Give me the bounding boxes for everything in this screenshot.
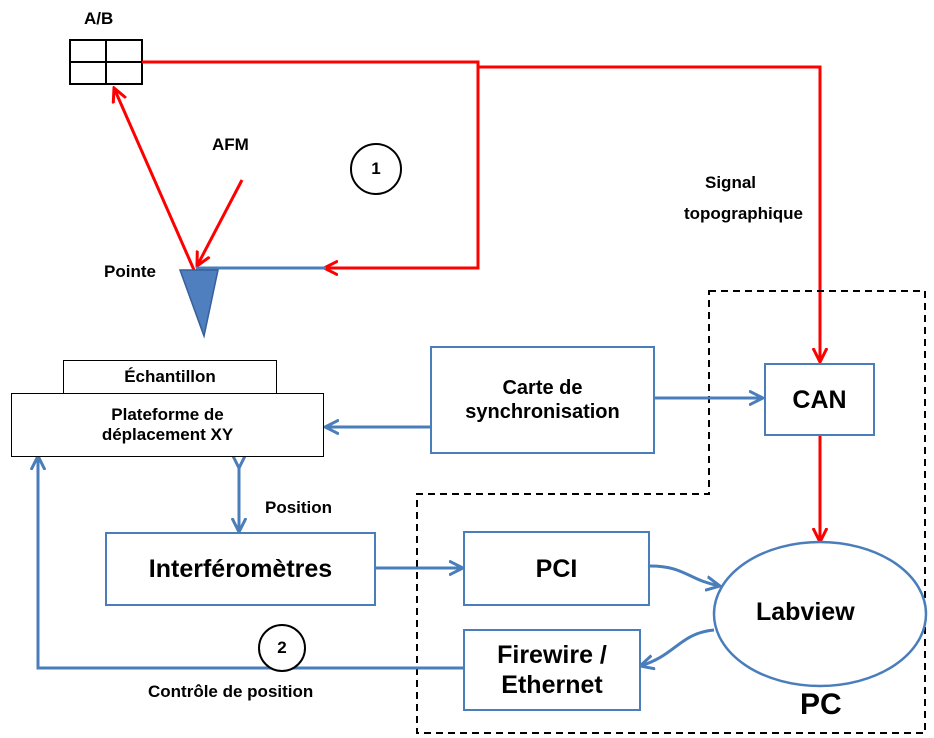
controle-position-line — [38, 456, 463, 670]
echantillon-label: Échantillon — [124, 366, 216, 386]
interferometres-box: Interféromètres — [105, 532, 376, 606]
tip-icon — [178, 269, 219, 339]
carte-label-2: synchronisation — [465, 401, 620, 423]
pci-to-labview-arrow — [649, 564, 720, 586]
label-signal-2: topographique — [684, 204, 803, 223]
can-label: CAN — [792, 385, 847, 414]
signal-topographique-line — [478, 65, 820, 362]
carte-label-1: Carte de — [502, 377, 583, 399]
label-pc: PC — [800, 688, 842, 721]
labview-label: Labview — [756, 598, 855, 626]
label-ab: A/B — [84, 9, 114, 28]
pci-box: PCI — [463, 531, 650, 606]
firewire-ethernet-box: Firewire / Ethernet — [463, 629, 641, 711]
afm-laser-beam — [197, 179, 244, 266]
interferometres-label: Interféromètres — [148, 555, 333, 583]
reflected-laser-beam — [114, 88, 196, 271]
label-afm: AFM — [212, 135, 249, 154]
firewire-label-1: Firewire / — [497, 641, 607, 669]
plateforme-label-2: déplacement XY — [101, 425, 234, 444]
step-2-circle: 2 — [258, 624, 306, 672]
label-controle-position: Contrôle de position — [148, 682, 314, 701]
pc-boundary — [416, 290, 926, 734]
plateforme-box: Plateforme de déplacement XY — [11, 393, 324, 457]
labview-to-firewire-arrow — [640, 628, 715, 666]
photodiode-ab — [69, 39, 143, 85]
firewire-label-2: Ethernet — [501, 671, 603, 699]
can-box: CAN — [764, 363, 875, 436]
label-position: Position — [265, 498, 333, 517]
plateforme-label-1: Plateforme de — [111, 404, 224, 424]
pci-label: PCI — [535, 554, 578, 583]
feedback-loop-red — [142, 60, 480, 268]
step-1-circle: 1 — [350, 143, 402, 195]
labview-node — [712, 540, 928, 688]
echantillon-box: Échantillon — [63, 360, 277, 394]
label-pointe: Pointe — [104, 262, 156, 281]
carte-synchronisation-box: Carte de synchronisation — [430, 346, 655, 454]
label-signal-1: Signal — [705, 173, 757, 192]
